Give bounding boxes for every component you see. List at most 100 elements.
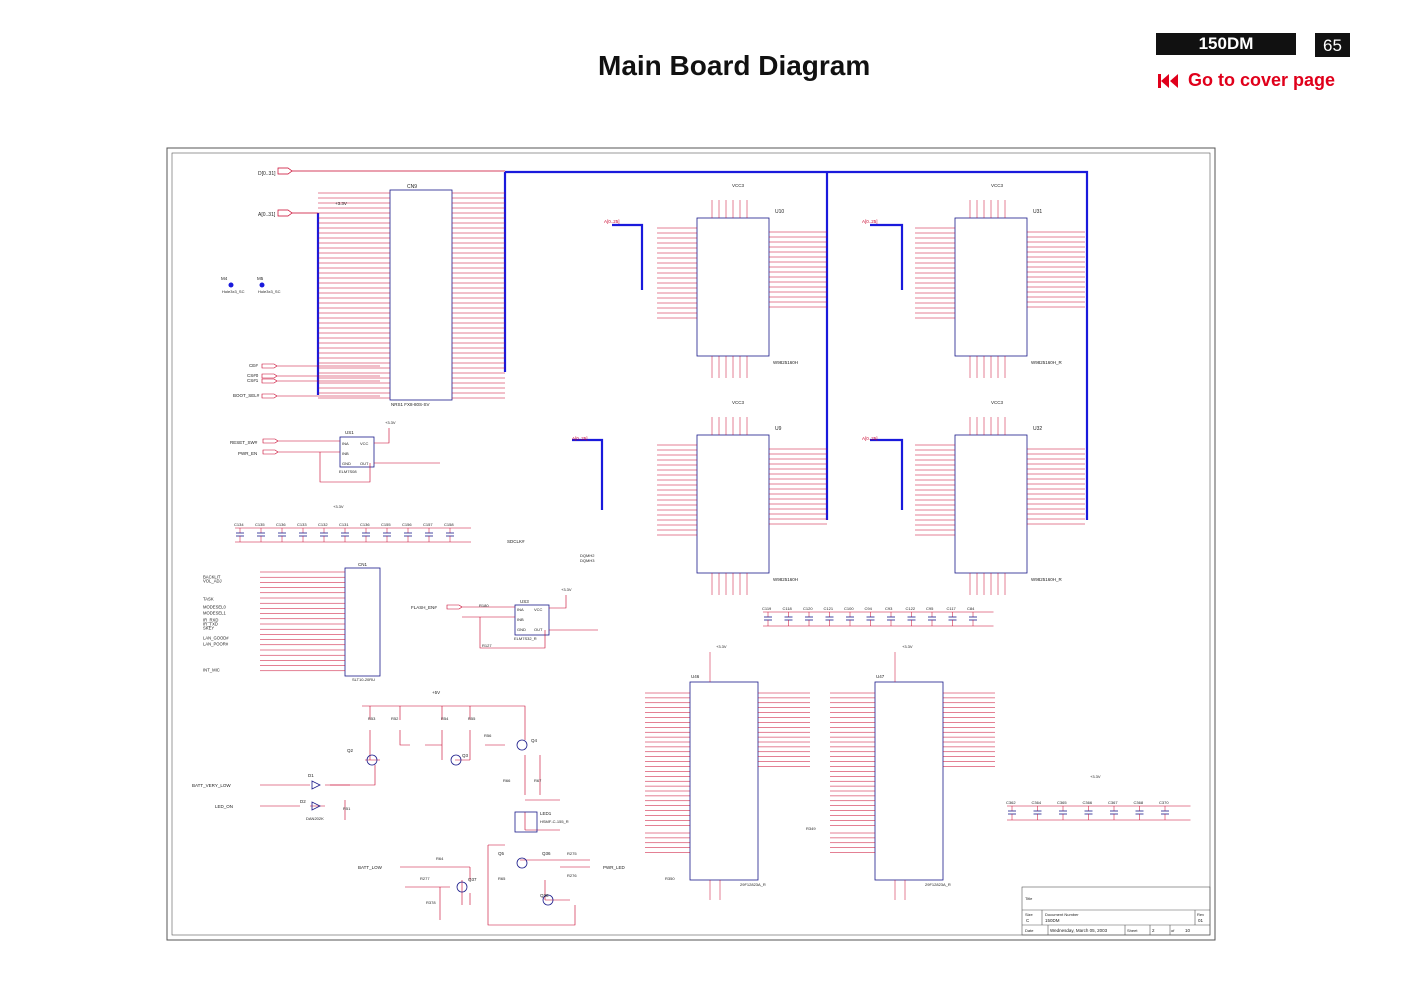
capacitor-c158: C158	[444, 522, 454, 527]
schematic-frame-outer	[166, 147, 1216, 941]
capacitor-c121: C121	[824, 606, 834, 611]
flash-u47	[874, 681, 944, 881]
cover-link-label: Go to cover page	[1188, 70, 1336, 90]
transistor-q37	[456, 881, 468, 893]
m4-part: Hole3x3_SC	[222, 289, 245, 294]
a-bus-port	[277, 209, 293, 217]
q36-ref: Q36	[542, 851, 551, 856]
resistor-r378: R378	[426, 900, 436, 905]
resistor-r67: R67	[534, 778, 542, 783]
q38-ref: Q38	[540, 893, 549, 898]
tb-date: Wednesday, March 05, 2003	[1050, 928, 1108, 933]
sdclk-label: SDCLK#	[507, 539, 525, 544]
skip-back-icon	[1158, 73, 1178, 88]
dqm-label-1: DQMH2	[580, 553, 595, 558]
u9-ref: U9	[775, 426, 782, 432]
resistor-r275: R275	[567, 851, 577, 856]
caprow1-vcc: +3.3V	[333, 504, 344, 509]
u10-ref: U10	[775, 209, 784, 215]
capacitor-c118: C118	[783, 606, 793, 611]
capacitor-c136: C136	[360, 522, 370, 527]
resistor-r350: R350	[665, 876, 675, 881]
mem-bus-label-2: A[0..25]	[862, 219, 878, 224]
sdram-u10	[696, 217, 770, 357]
u46-ref: U46	[691, 674, 700, 679]
u31-ref: U31	[1033, 209, 1042, 215]
us1-pin-ina: INA	[342, 441, 349, 446]
capacitor-c157: C157	[423, 522, 433, 527]
us3-vcc-label: +3.3V	[561, 587, 572, 592]
resistor-r52: R52	[391, 716, 399, 721]
u9-vcc: VCC3	[732, 400, 745, 405]
port-cs1: CS#1	[247, 378, 259, 383]
capacitor-c364: C364	[1032, 800, 1042, 805]
u31-part: W9825160H_R	[1031, 360, 1063, 365]
a-bus-label: A[0..31]	[258, 212, 276, 218]
capacitor-c94: C94	[865, 606, 873, 611]
capacitor-c155: C155	[381, 522, 391, 527]
q2-ref: Q2	[347, 748, 354, 753]
us1-pin-vcc: VCC	[360, 441, 369, 446]
cn9-vcc-label: +3.3V	[335, 201, 347, 206]
caprow3-vcc: +3.3V	[1090, 774, 1101, 779]
d2-ref: D2	[300, 799, 306, 804]
u10-vcc: VCC3	[732, 183, 745, 188]
tb-size: C	[1026, 918, 1030, 923]
us3-part: ELM7S32_R	[514, 636, 537, 641]
capacitor-c367: C367	[1108, 800, 1118, 805]
u46-vcc: +3.3V	[716, 644, 727, 649]
resistor-r276: R276	[567, 873, 577, 878]
diode-part-1: DAN202K	[306, 816, 324, 821]
capacitor-c365: C365	[1057, 800, 1067, 805]
transistor-q2	[366, 754, 378, 766]
connector-cn9	[318, 189, 505, 401]
tb-rev-label: Rev	[1197, 912, 1204, 917]
port-backlit: BACKLIT	[203, 575, 221, 580]
us1-part: ELM7S08	[339, 469, 357, 474]
capacitor-c133: C133	[297, 522, 307, 527]
u47-part: 29F12823A_R	[925, 882, 951, 887]
sdram-u9	[696, 434, 770, 574]
resistor-r51: R51	[343, 806, 351, 811]
port-boot-sel: BOOT_SEL#	[233, 393, 260, 398]
page-title: Main Board Diagram	[598, 50, 871, 81]
led1	[514, 811, 538, 833]
dqm-label-2: DQMH3	[580, 558, 595, 563]
port-vol-adj: VOL_ADJ	[203, 579, 222, 584]
port-skey: SKEY	[203, 626, 214, 631]
us3-pin-gnd: GND	[517, 627, 526, 632]
port-ce: CE#	[249, 363, 258, 368]
port-batt-low: BATT_LOW	[358, 865, 383, 870]
resistor-r56: R56	[484, 733, 492, 738]
u47-vcc: +3.3V	[902, 644, 913, 649]
cn9-ref: CN9	[407, 184, 417, 190]
u32-ref: U32	[1033, 426, 1042, 432]
resistor-r66: R66	[503, 778, 511, 783]
cn1-ref: CN1	[358, 562, 367, 567]
capacitor-c368: C368	[1134, 800, 1144, 805]
title-block	[1021, 886, 1211, 936]
resistor-r65: R65	[498, 876, 506, 881]
port-modesel0: MODESEL0	[203, 605, 226, 610]
resistor-r349: R349	[806, 826, 816, 831]
page-number-badge: 65	[1315, 33, 1350, 57]
diode-d2	[311, 801, 321, 811]
capacitor-c362: C362	[1006, 800, 1016, 805]
u32-part: W9825160H_R	[1031, 577, 1063, 582]
transistor-q38	[542, 894, 554, 906]
tb-doc-label: Document Number	[1045, 912, 1079, 917]
resistor-r277: R277	[420, 876, 430, 881]
q37-ref: Q37	[468, 877, 477, 882]
port-ir-rxd: IR_RXD	[203, 618, 218, 623]
q5-ref: Q5	[498, 851, 505, 856]
vcc-5v-label: +5V	[432, 690, 440, 695]
u9-part: W9825160H	[773, 577, 798, 582]
transistor-q3	[450, 754, 462, 766]
capacitor-c132: C132	[318, 522, 328, 527]
model-badge: 150DM	[1156, 33, 1296, 55]
capacitor-c122: C122	[906, 606, 916, 611]
capacitor-c84: C84	[967, 606, 975, 611]
go-to-cover-link[interactable]: Go to cover page	[1158, 70, 1335, 91]
